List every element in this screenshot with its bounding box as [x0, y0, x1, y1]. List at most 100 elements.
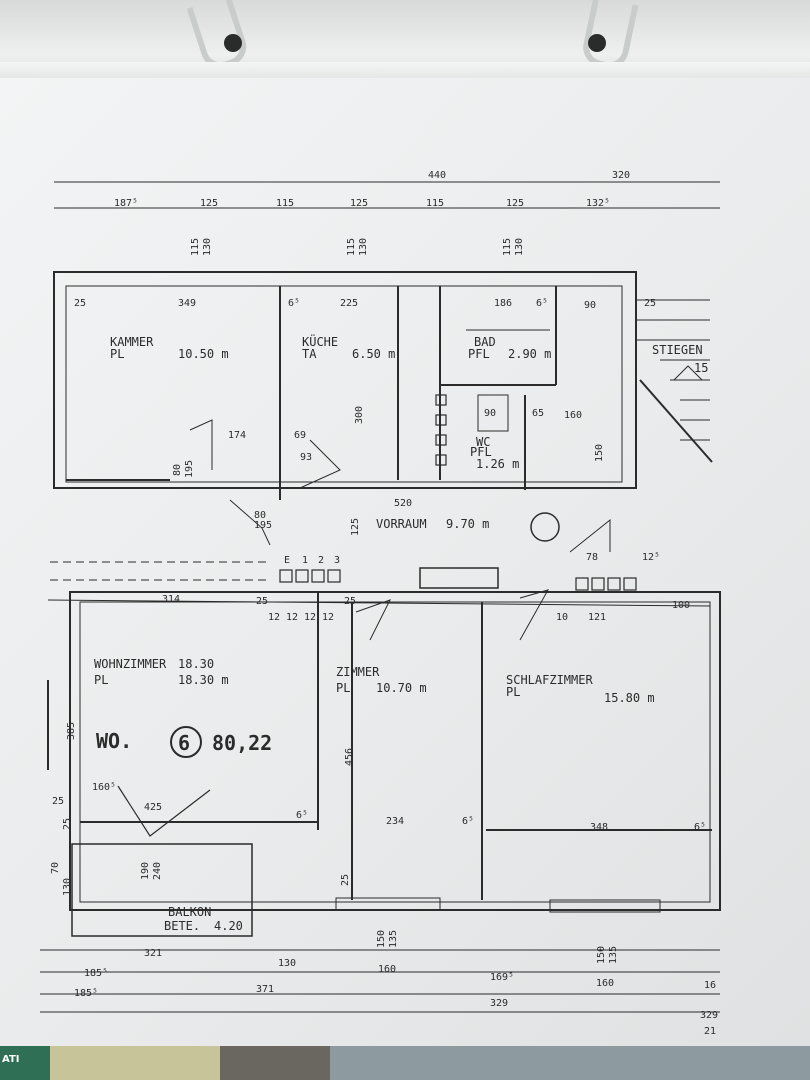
dim-v125: 125	[350, 518, 361, 536]
dim-b130: 130	[62, 878, 73, 896]
dim-s78: 78	[586, 552, 598, 563]
dim-d21: 21	[704, 1026, 716, 1037]
dim-e: 115	[426, 198, 444, 209]
dim-w1b: 130	[202, 238, 213, 256]
dim-bad-t: 6⁵	[536, 298, 548, 309]
dim-wz65: 6⁵	[296, 810, 308, 821]
schlafzimmer-floor: PL	[506, 685, 520, 699]
dim-r12c: 12	[304, 612, 316, 623]
dim-g: 132⁵	[586, 198, 610, 209]
dim-k174: 174	[228, 430, 246, 441]
dim-bad-r: 90	[584, 300, 596, 311]
balkon-floor: BETE.	[164, 919, 200, 933]
dim-d329b: 329	[700, 1010, 718, 1021]
dim-bad-w: 186	[494, 298, 512, 309]
dim-c: 115	[276, 198, 294, 209]
dim-right-total: 320	[612, 170, 630, 181]
dim-e3: 3	[334, 555, 340, 566]
dim-d1855a: 185⁵	[84, 968, 108, 979]
dim-k80: 80	[172, 464, 183, 476]
wc-name: WC	[476, 435, 490, 449]
paper-sheet	[0, 78, 810, 1050]
dim-s100: 100	[672, 600, 690, 611]
dim-wz160: 160⁵	[92, 782, 116, 793]
dim-e: E	[284, 555, 290, 566]
zimmer-area: 10.70 m	[376, 681, 427, 695]
dim-kueche-h: 300	[354, 406, 365, 424]
wohnzimmer-floor: PL	[94, 673, 108, 687]
dim-s125: 12⁵	[642, 552, 660, 563]
dim-kueche-t: 6⁵	[288, 298, 300, 309]
dim-k69: 69	[294, 430, 306, 441]
dim-w160: 160	[564, 410, 582, 421]
dim-w3b: 130	[514, 238, 525, 256]
dim-wz234: 234	[386, 816, 404, 827]
kammer-floor: PL	[110, 347, 124, 361]
bad-area: 2.90 m	[508, 347, 551, 361]
dim-v520: 520	[394, 498, 412, 509]
dim-wz65b: 6⁵	[462, 816, 474, 827]
dim-e1: 1	[302, 555, 308, 566]
dim-wz385: 385	[66, 722, 77, 740]
dim-d1855b: 185⁵	[74, 988, 98, 999]
kueche-name: KÜCHE	[302, 333, 338, 349]
dim-v80: 80	[254, 510, 266, 521]
strip-text: ATI	[2, 1054, 20, 1065]
kammer-name: KAMMER	[110, 335, 154, 349]
vorraum-area: 9.70 m	[446, 517, 489, 531]
wohnzimmer-name: WOHNZIMMER	[94, 657, 167, 671]
zimmer-floor: PL	[336, 681, 350, 695]
background-strip: ATI	[0, 1046, 810, 1080]
dim-d160: 160	[378, 964, 396, 975]
dim-total: 440	[428, 170, 446, 181]
dim-d371: 371	[256, 984, 274, 995]
dim-w65: 65	[532, 408, 544, 419]
dim-d16: 16	[704, 980, 716, 991]
dim-d321: 321	[144, 948, 162, 959]
dim-h150b: 150	[596, 946, 607, 964]
dim-s10: 10	[556, 612, 568, 623]
dim-h135b: 135	[608, 946, 619, 964]
dim-r314: 314	[162, 594, 180, 605]
dim-stairs-t: 25	[644, 298, 656, 309]
balkon-name: BALKON	[168, 905, 211, 919]
dim-wz456: 456	[344, 748, 355, 766]
dim-b240: 240	[152, 862, 163, 880]
balkon-width: 4.20	[214, 919, 243, 933]
dim-d329a: 329	[490, 998, 508, 1009]
dim-kueche-w: 225	[340, 298, 358, 309]
balcony-outline	[71, 843, 253, 937]
dim-k195: 195	[184, 460, 195, 478]
dim-b190: 190	[140, 862, 151, 880]
dim-a: 187⁵	[114, 198, 138, 209]
dim-s121: 121	[588, 612, 606, 623]
dim-d160b: 160	[596, 978, 614, 989]
wc-area: 1.26 m	[476, 457, 519, 471]
dim-r12b: 12	[286, 612, 298, 623]
unit-prefix: WO.	[96, 729, 132, 753]
schlafzimmer-area: 15.80 m	[604, 691, 655, 705]
dim-w2: 115	[346, 238, 357, 256]
stiegen-name: STIEGEN	[652, 343, 703, 357]
kammer-area: 10.50 m	[178, 347, 229, 361]
dim-r12a: 12	[268, 612, 280, 623]
lower-outer-wall	[69, 591, 721, 911]
upper-outer-wall	[53, 271, 637, 489]
dim-h150a: 150	[376, 930, 387, 948]
dim-r25a: 25	[256, 596, 268, 607]
punch-hole-right	[588, 34, 606, 52]
dim-w2b: 130	[358, 238, 369, 256]
wc-floor: PFL	[470, 445, 492, 459]
dim-wz25b: 25	[62, 818, 73, 830]
dim-e2: 2	[318, 555, 324, 566]
dim-wz25a: 25	[52, 796, 64, 807]
dim-w150: 150	[594, 444, 605, 462]
kueche-floor: TA	[302, 347, 317, 361]
schlafzimmer-name: SCHLAFZIMMER	[506, 673, 593, 687]
bad-floor: PFL	[468, 347, 490, 361]
dim-w3: 115	[502, 238, 513, 256]
dim-b70: 70	[50, 862, 61, 874]
dim-d: 125	[350, 198, 368, 209]
dim-h135a: 135	[388, 930, 399, 948]
unit-number: 6	[178, 731, 190, 755]
